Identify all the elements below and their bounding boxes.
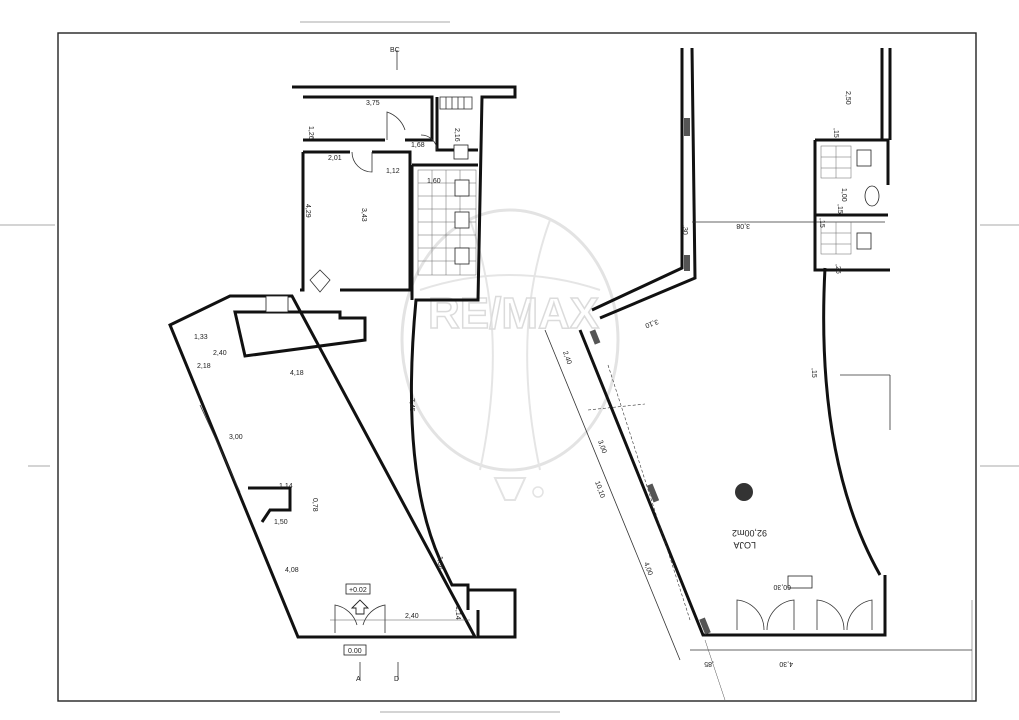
kitchen-sink-icon <box>265 295 289 313</box>
dim-r-3-08: 3,08 <box>736 222 750 229</box>
left-floor-plan: 3,75 1,26 2,01 1,12 1,68 2,16 1,60 4,29 … <box>168 85 517 656</box>
right-plan-front-wall <box>578 329 887 637</box>
section-marker-a: A <box>356 676 361 683</box>
scan-edge-marks <box>0 21 1019 713</box>
display-niche-wall <box>248 486 292 523</box>
dim-1-68: 1,68 <box>411 142 425 149</box>
dim-r-1-00: 1,00 <box>840 188 847 202</box>
right-door-swings <box>736 599 873 631</box>
right-plan-curved-wall <box>822 267 882 576</box>
dim-1-12: 1,12 <box>386 168 400 175</box>
dim-r-15-b: ,15 <box>836 204 843 214</box>
loja-level-label: 60,30 <box>773 583 791 590</box>
dim-1-86: 1,86 <box>436 556 443 570</box>
dim-3-00: 3,00 <box>229 434 243 441</box>
dim-3-75: 3,75 <box>366 100 380 107</box>
dim-2-16: 2,16 <box>453 128 460 142</box>
dim-2-01: 2,01 <box>328 155 342 162</box>
storage-room-wall <box>303 95 434 142</box>
dim-r-3-00: 3,00 <box>596 439 607 454</box>
entrance-arrow-icon <box>350 599 370 615</box>
kitchen-counter <box>233 310 367 358</box>
section-markers: BC A D <box>356 47 400 683</box>
street-level-label: 0.00 <box>348 648 362 655</box>
dim-1-26: 1,26 <box>307 126 314 140</box>
loja-room-area: 92,00m2 <box>732 528 767 538</box>
loja-room-name: LOJA <box>733 540 756 550</box>
dim-r-2-50: 2,50 <box>844 91 851 105</box>
dim-r-85: ,85 <box>704 660 714 667</box>
section-marker-bc: BC <box>390 47 400 54</box>
dim-1-33: 1,33 <box>194 334 208 341</box>
entrance-level-label: +0.02 <box>349 587 367 594</box>
dim-r-4-30: 4,30 <box>779 660 793 667</box>
dim-4-18: 4,18 <box>290 370 304 377</box>
stair-hatching <box>439 96 473 110</box>
left-plan-outer-wall <box>168 85 517 639</box>
dim-4-08: 4,08 <box>285 567 299 574</box>
dim-1-14-b: 1,14 <box>454 606 461 620</box>
dim-1-14-a: 1,14 <box>279 483 293 490</box>
right-wc-tiles <box>820 145 852 255</box>
dim-1-50: 1,50 <box>274 519 288 526</box>
dim-4-29: 4,29 <box>304 204 311 218</box>
dim-r-3-10: 3,10 <box>644 317 659 328</box>
loja-level-box <box>787 575 813 589</box>
wc-block-wall <box>410 97 478 300</box>
right-toilet-icons <box>856 149 880 250</box>
dim-3-43: 3,43 <box>360 208 367 222</box>
structural-column-icon <box>735 483 753 501</box>
dim-r-4-00: 4,00 <box>642 561 653 576</box>
office-room-wall <box>300 150 412 292</box>
dim-r-15-a: ,15 <box>832 128 839 138</box>
dim-2-18: 2,18 <box>197 363 211 370</box>
street-level-box <box>343 644 367 656</box>
toilet-icons <box>453 144 470 265</box>
dim-1-60: 1,60 <box>427 178 441 185</box>
drawing-frame <box>57 32 977 702</box>
dim-0-78: 0,78 <box>311 498 318 512</box>
entrance-level-box <box>345 583 371 595</box>
remax-balloon-watermark: RE/MAX <box>400 208 620 501</box>
dim-r-15-d: ,15 <box>810 368 817 378</box>
right-plan-outer-wall <box>591 47 892 320</box>
dim-2-40-bottom: 2,40 <box>405 613 419 620</box>
watermark-logo-text: RE/MAX <box>428 289 599 338</box>
dim-r-2-40: 2,40 <box>561 350 572 365</box>
dim-r-26: ,26 <box>834 264 841 274</box>
dim-r-15-c: ,15 <box>818 218 825 228</box>
door-swings <box>309 111 438 633</box>
right-wc-wall <box>813 138 890 272</box>
dim-7-45: 7,45 <box>408 398 415 412</box>
section-marker-d: D <box>394 676 399 683</box>
right-floor-plan: 60,30 LOJA 92,00m2 2,50 ,15 1,00 ,15 ,15… <box>544 47 972 701</box>
dim-r-10-10: 10,10 <box>593 480 606 499</box>
dim-r-30: ,30 <box>681 225 688 235</box>
dim-2-40-top: 2,40 <box>213 350 227 357</box>
